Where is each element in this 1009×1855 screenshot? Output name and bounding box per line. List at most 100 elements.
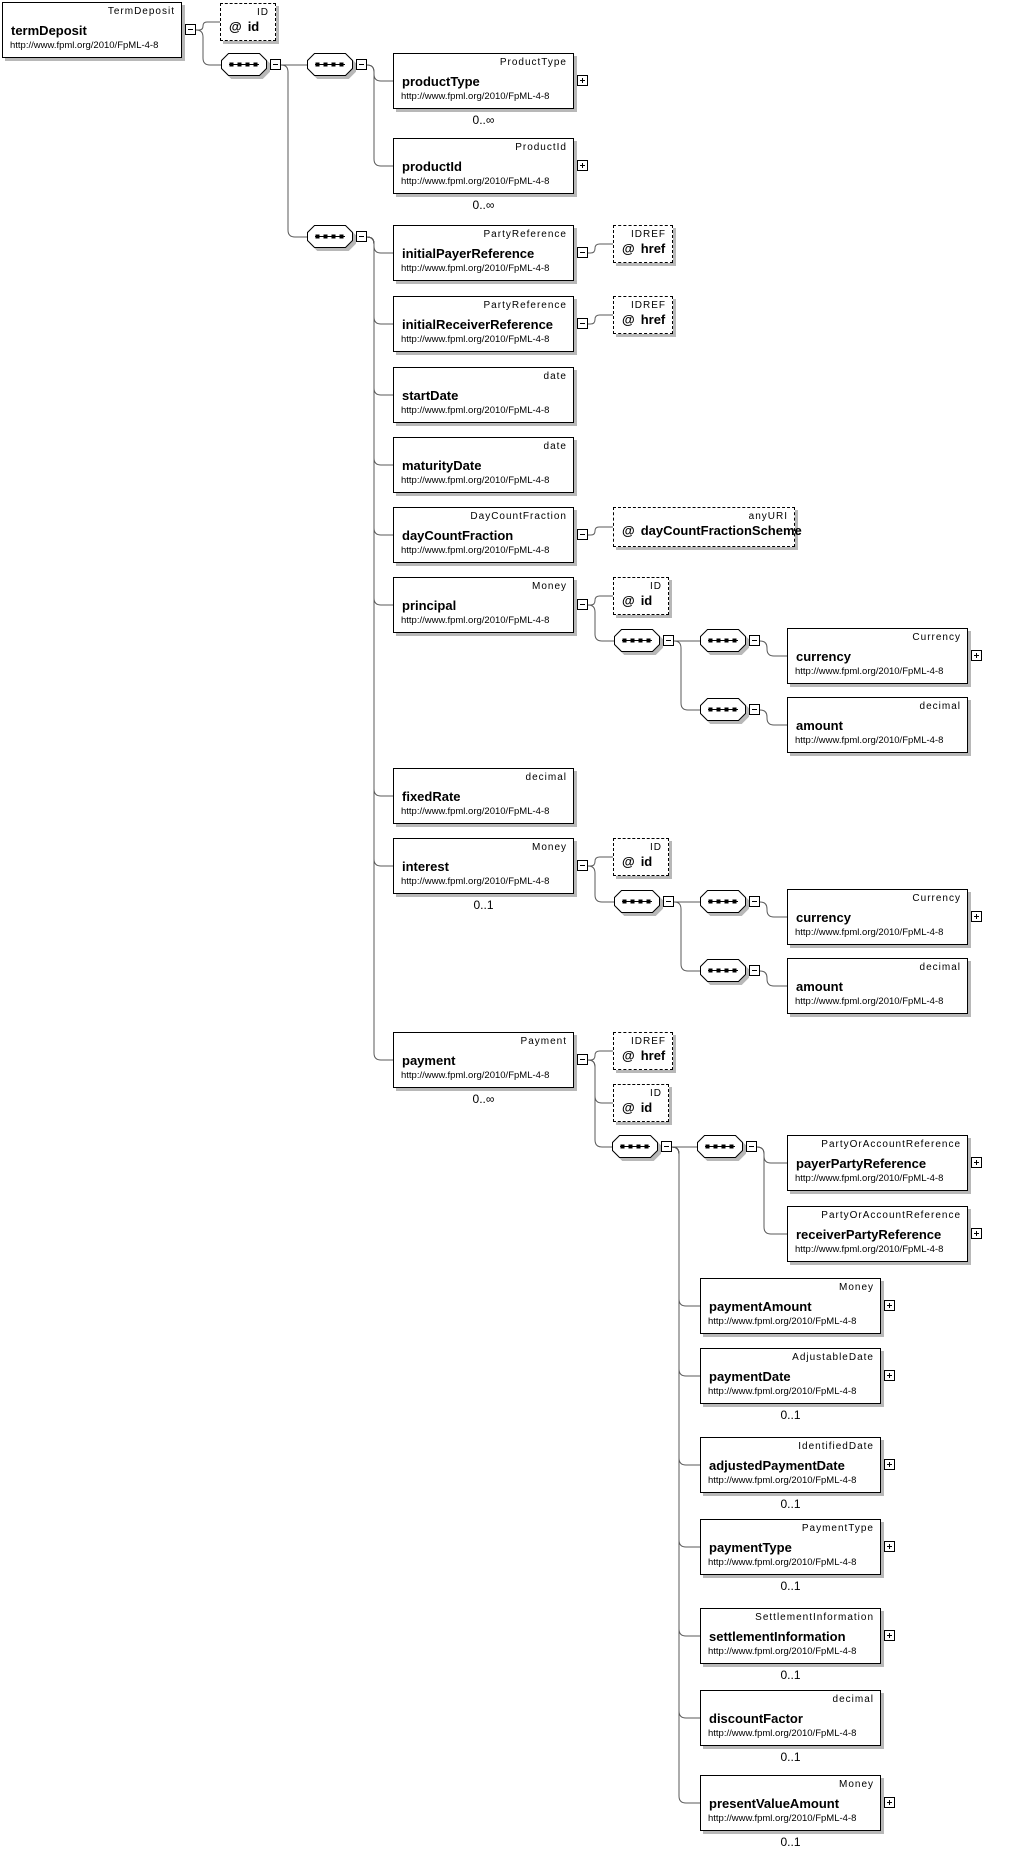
collapse-toggle-icon[interactable] [577, 1054, 588, 1065]
expand-toggle-icon[interactable] [577, 160, 588, 171]
attribute-name-text: id [247, 19, 260, 34]
collapse-toggle-icon[interactable] [577, 247, 588, 258]
expand-toggle-icon[interactable] [884, 1541, 895, 1552]
type-label: Money [838, 1282, 874, 1293]
collapse-toggle-icon[interactable] [663, 896, 674, 907]
namespace-label: http://www.fpml.org/2010/FpML-4-8 [795, 996, 944, 1007]
collapse-toggle-icon[interactable] [577, 599, 588, 610]
attribute-box-dayCountFractionScheme[interactable]: anyURI@dayCountFractionScheme [613, 507, 802, 547]
namespace-label: http://www.fpml.org/2010/FpML-4-8 [708, 1557, 857, 1568]
collapse-toggle-icon[interactable] [185, 24, 196, 35]
occurrence-label: 0..1 [780, 1579, 801, 1593]
collapse-toggle-icon[interactable] [749, 704, 760, 715]
element-name: currency [796, 910, 851, 925]
connector [366, 236, 393, 606]
collapse-toggle-icon[interactable] [749, 896, 760, 907]
attribute-name: @href [622, 241, 665, 256]
sequence-compositor-icon[interactable] [700, 698, 750, 725]
connector [759, 640, 787, 657]
type-label: decimal [919, 701, 961, 712]
type-label: Money [531, 842, 567, 853]
element-name: initialPayerReference [402, 246, 535, 261]
type-label: date [543, 371, 567, 382]
expand-toggle-icon[interactable] [971, 911, 982, 922]
namespace-label: http://www.fpml.org/2010/FpML-4-8 [401, 263, 550, 274]
attribute-box-href[interactable]: IDREF@href [613, 225, 673, 263]
sequence-compositor-icon[interactable] [697, 1135, 747, 1162]
attribute-box-id[interactable]: ID@id [613, 838, 669, 876]
collapse-toggle-icon[interactable] [746, 1141, 757, 1152]
attribute-box-id[interactable]: ID@id [613, 577, 669, 615]
sequence-compositor-icon[interactable] [614, 890, 664, 917]
connector [588, 526, 613, 536]
collapse-toggle-icon[interactable] [270, 59, 281, 70]
collapse-toggle-icon[interactable] [577, 860, 588, 871]
sequence-compositor-icon[interactable] [307, 53, 357, 80]
collapse-toggle-icon[interactable] [661, 1141, 672, 1152]
attribute-box-id[interactable]: ID@id [613, 1084, 669, 1122]
attribute-box-href[interactable]: IDREF@href [613, 1032, 673, 1070]
occurrence-label: 0..1 [473, 898, 494, 912]
expand-toggle-icon[interactable] [884, 1630, 895, 1641]
collapse-toggle-icon[interactable] [749, 635, 760, 646]
attribute-box-href[interactable]: IDREF@href [613, 296, 673, 334]
sequence-compositor-icon[interactable] [700, 629, 750, 656]
collapse-toggle-icon[interactable] [663, 635, 674, 646]
type-label: anyURI [748, 511, 788, 522]
sequence-compositor-icon[interactable] [614, 629, 664, 656]
expand-toggle-icon[interactable] [971, 650, 982, 661]
expand-toggle-icon[interactable] [971, 1157, 982, 1168]
sequence-compositor-icon[interactable] [221, 53, 271, 80]
expand-toggle-icon[interactable] [884, 1300, 895, 1311]
sequence-compositor-icon[interactable] [307, 225, 357, 252]
attribute-box-id[interactable]: ID@id [220, 3, 276, 41]
sequence-compositor-icon[interactable] [612, 1135, 662, 1162]
expand-toggle-icon[interactable] [884, 1370, 895, 1381]
sequence-compositor-icon[interactable] [700, 890, 750, 917]
connector [671, 1146, 700, 1804]
collapse-toggle-icon[interactable] [356, 231, 367, 242]
sequence-compositor-icon[interactable] [700, 959, 750, 986]
collapse-toggle-icon[interactable] [577, 529, 588, 540]
namespace-label: http://www.fpml.org/2010/FpML-4-8 [401, 806, 550, 817]
namespace-label: http://www.fpml.org/2010/FpML-4-8 [401, 405, 550, 416]
expand-toggle-icon[interactable] [884, 1797, 895, 1808]
connector [756, 1146, 787, 1235]
collapse-toggle-icon[interactable] [356, 59, 367, 70]
expand-toggle-icon[interactable] [971, 1228, 982, 1239]
connector [588, 856, 613, 867]
expand-toggle-icon[interactable] [577, 75, 588, 86]
collapse-toggle-icon[interactable] [577, 318, 588, 329]
expand-toggle-icon[interactable] [884, 1459, 895, 1470]
collapse-toggle-icon[interactable] [749, 965, 760, 976]
namespace-label: http://www.fpml.org/2010/FpML-4-8 [708, 1475, 857, 1486]
namespace-label: http://www.fpml.org/2010/FpML-4-8 [708, 1728, 857, 1739]
connector [759, 709, 787, 726]
